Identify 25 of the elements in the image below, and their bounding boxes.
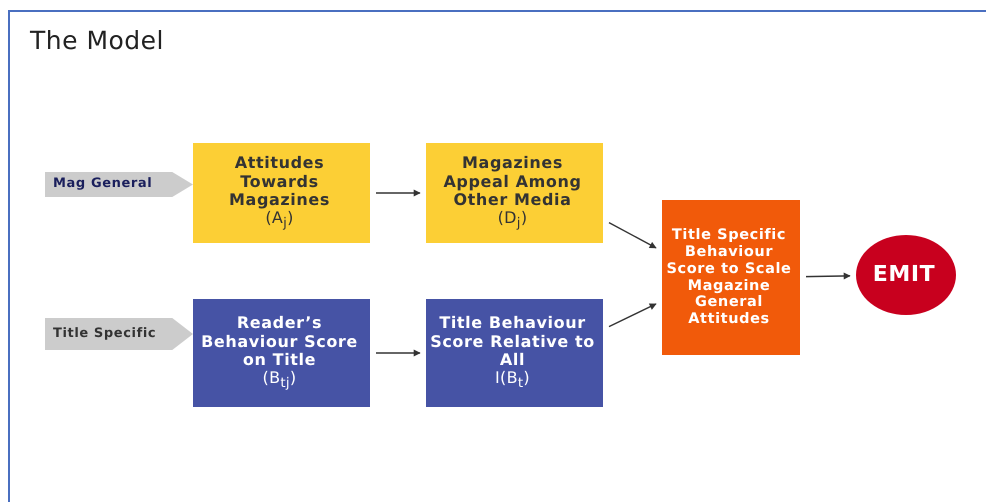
- process-box: [662, 200, 800, 355]
- process-box: [426, 299, 603, 407]
- box-heading: Attitudes Towards Magazines: [228, 154, 331, 210]
- category-tag: [45, 172, 193, 197]
- process-box: [193, 143, 370, 243]
- arrow: [806, 272, 851, 280]
- process-box: [426, 143, 603, 243]
- arrow: [608, 303, 657, 328]
- box-heading: Title Specific: [53, 326, 156, 342]
- formula-label: I(B$_{t}$): [495, 369, 530, 392]
- formula-label: (A$_{j}$): [265, 209, 294, 232]
- process-box: [193, 299, 370, 407]
- formula-label: (B$_{tj}$): [262, 369, 296, 392]
- box-heading: EMIT: [872, 262, 936, 288]
- formula-label: (D$_{j}$): [498, 209, 528, 232]
- slide-title: The Model: [30, 26, 164, 55]
- arrow: [376, 350, 421, 356]
- box-heading: Mag General: [53, 177, 152, 192]
- box-heading: Title Behaviour Score Relative to All: [429, 314, 596, 370]
- box-heading: Reader’s Behaviour Score on Title: [200, 314, 359, 370]
- category-tag: [45, 318, 193, 350]
- box-heading: Magazines Appeal Among Other Media: [442, 154, 583, 210]
- arrow: [376, 190, 421, 196]
- arrow: [608, 222, 657, 249]
- box-heading: Title Specific Behaviour Score to Scale Magazine General Attitudes: [665, 227, 792, 328]
